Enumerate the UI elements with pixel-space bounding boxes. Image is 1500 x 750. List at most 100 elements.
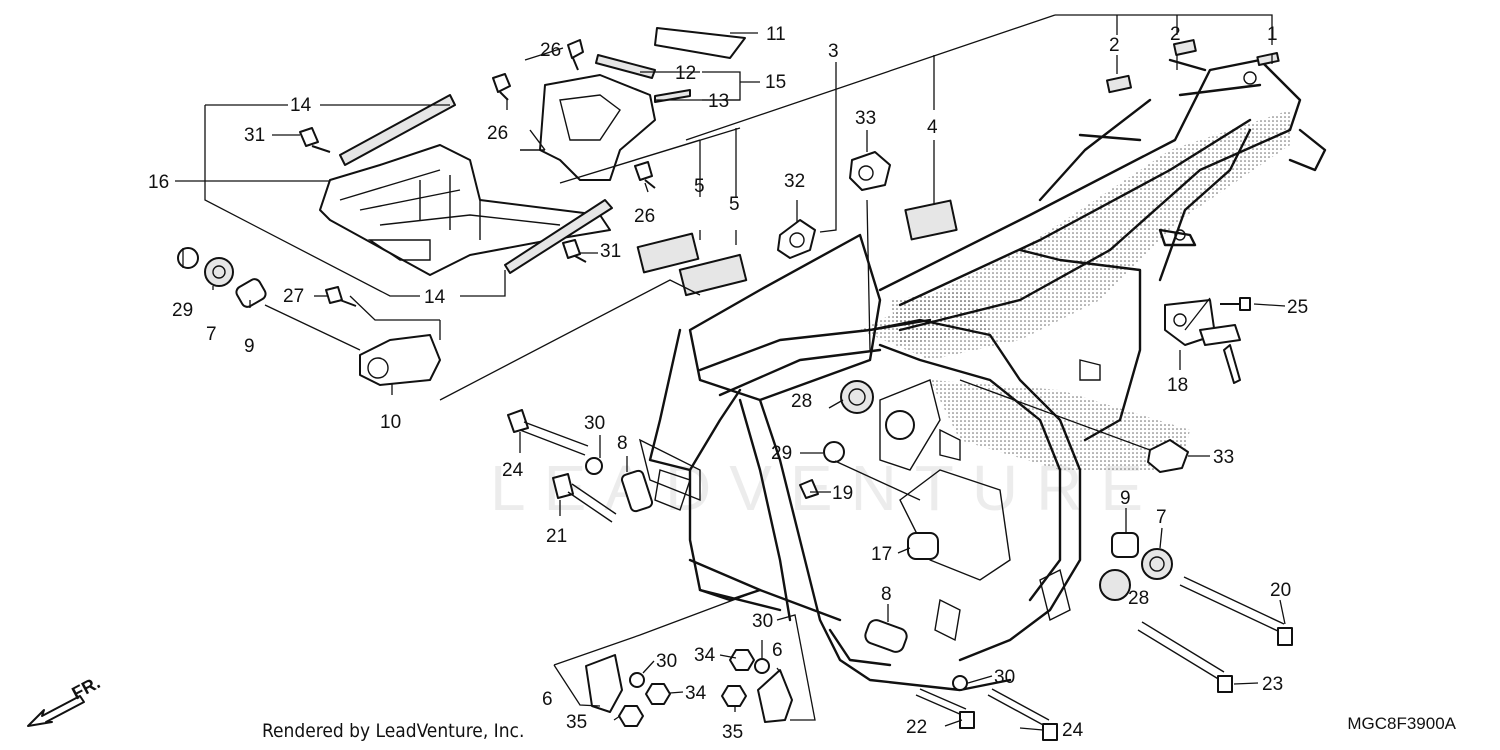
leader-lines — [175, 14, 1286, 731]
callout-20[interactable]: 20 — [1270, 580, 1291, 601]
main-frame — [638, 58, 1327, 692]
callout-29[interactable]: 29 — [172, 300, 193, 321]
callout-8[interactable]: 8 — [881, 584, 892, 605]
rubber-strip-upper — [339, 94, 456, 166]
rubber-bushing-7-upper — [204, 257, 234, 287]
callout-33[interactable]: 33 — [855, 108, 876, 129]
rubber-strip-lower — [504, 199, 613, 274]
callout-17[interactable]: 17 — [871, 544, 892, 565]
callout-30[interactable]: 30 — [656, 651, 677, 672]
callout-31[interactable]: 31 — [244, 125, 265, 146]
relay-box-a — [636, 232, 700, 274]
callout-2[interactable]: 2 — [1109, 35, 1120, 56]
callout-5[interactable]: 5 — [729, 194, 740, 215]
long-bolt-24-upper — [507, 409, 589, 456]
callout-1[interactable]: 1 — [1267, 24, 1278, 45]
callout-19[interactable]: 19 — [832, 483, 853, 504]
callout-11[interactable]: 11 — [766, 24, 786, 45]
callout-16[interactable]: 16 — [148, 172, 169, 193]
callout-30[interactable]: 30 — [752, 611, 773, 632]
callout-21[interactable]: 21 — [546, 526, 567, 547]
callout-31[interactable]: 31 — [600, 241, 621, 262]
engine-hanger-plate-left — [585, 654, 623, 713]
washer-30-d — [952, 675, 968, 691]
callout-29[interactable]: 29 — [771, 443, 792, 464]
callout-25[interactable]: 25 — [1287, 297, 1308, 318]
callout-12[interactable]: 12 — [675, 63, 696, 84]
callout-4[interactable]: 4 — [927, 117, 938, 138]
callout-14[interactable]: 14 — [290, 95, 312, 116]
cable-clamp-33-upper — [849, 151, 891, 191]
callout-26[interactable]: 26 — [487, 123, 508, 144]
callout-34[interactable]: 34 — [685, 683, 707, 704]
callout-3[interactable]: 3 — [828, 41, 839, 62]
callout-34[interactable]: 34 — [694, 645, 716, 666]
battery-cushion — [654, 89, 691, 103]
callout-23[interactable]: 23 — [1262, 674, 1283, 695]
part-callouts: 1 2 2 3 4 5 5 6 6 7 7 8 8 9 9 10 11 12 1… — [148, 24, 1308, 743]
battery-band — [595, 54, 656, 79]
callout-33[interactable]: 33 — [1213, 447, 1234, 468]
callout-13[interactable]: 13 — [708, 91, 729, 112]
small-bolts — [299, 39, 1251, 499]
callout-24[interactable]: 24 — [502, 460, 524, 481]
callout-9[interactable]: 9 — [244, 336, 255, 357]
engine-mount-bracket — [359, 334, 441, 386]
callout-10[interactable]: 10 — [380, 412, 401, 433]
callout-14[interactable]: 14 — [424, 287, 446, 308]
rubber-bushing-7-lower — [1141, 548, 1173, 580]
bearing-28-upper — [840, 380, 874, 414]
long-bolt-24-lower — [987, 688, 1058, 741]
callout-2[interactable]: 2 — [1170, 24, 1181, 45]
relay-box-b — [678, 253, 748, 297]
cable-clamp-32 — [777, 219, 816, 259]
nuts-34-35 — [618, 649, 755, 727]
diagram-code: MGC8F3900A — [1347, 714, 1456, 733]
nut-29-upper — [177, 247, 199, 269]
callout-18[interactable]: 18 — [1167, 375, 1188, 396]
collar-9-upper — [235, 278, 267, 308]
decal-small-b — [1172, 39, 1197, 56]
callout-7[interactable]: 7 — [206, 324, 217, 345]
decal-small-a — [1105, 74, 1133, 94]
collar-9-lower — [1111, 532, 1139, 558]
callout-15[interactable]: 15 — [765, 72, 786, 93]
collar-8-upper — [620, 469, 654, 513]
callout-22[interactable]: 22 — [906, 717, 927, 738]
callout-8[interactable]: 8 — [617, 433, 628, 454]
long-bolt-20 — [1179, 576, 1293, 646]
collar-17 — [907, 532, 939, 560]
battery-cover-plate — [654, 27, 746, 59]
callout-27[interactable]: 27 — [283, 286, 304, 307]
callout-32[interactable]: 32 — [784, 171, 805, 192]
nut-29-lower — [823, 441, 845, 463]
callout-28[interactable]: 28 — [791, 391, 812, 412]
long-bolt-22 — [915, 688, 975, 729]
washer-30-c — [629, 672, 645, 688]
callout-35[interactable]: 35 — [722, 722, 743, 743]
battery-tray-assembly — [319, 144, 611, 276]
callout-6[interactable]: 6 — [772, 640, 783, 661]
callout-35[interactable]: 35 — [566, 712, 587, 733]
callout-5[interactable]: 5 — [694, 176, 705, 197]
callout-26[interactable]: 26 — [540, 40, 561, 61]
render-credit: Rendered by LeadVenture, Inc. — [262, 720, 525, 742]
callout-26[interactable]: 26 — [634, 206, 655, 227]
callout-6[interactable]: 6 — [542, 689, 553, 710]
callout-30[interactable]: 30 — [994, 667, 1015, 688]
callout-30[interactable]: 30 — [584, 413, 605, 434]
cable-clamp-33-lower — [1147, 439, 1189, 473]
decal-small-c — [1256, 52, 1280, 66]
callout-24[interactable]: 24 — [1062, 720, 1084, 741]
engine-hanger-plate-right — [757, 669, 793, 723]
long-bolt-23 — [1137, 621, 1233, 693]
callout-28[interactable]: 28 — [1128, 588, 1149, 609]
collar-8-lower — [864, 619, 908, 653]
battery-holder-bracket — [520, 74, 656, 181]
callout-9[interactable]: 9 — [1120, 488, 1131, 509]
bearing-28-lower — [1099, 569, 1131, 601]
callout-7[interactable]: 7 — [1156, 507, 1167, 528]
washer-30-b — [754, 658, 770, 674]
front-direction-arrow-icon: FR. — [27, 676, 103, 727]
